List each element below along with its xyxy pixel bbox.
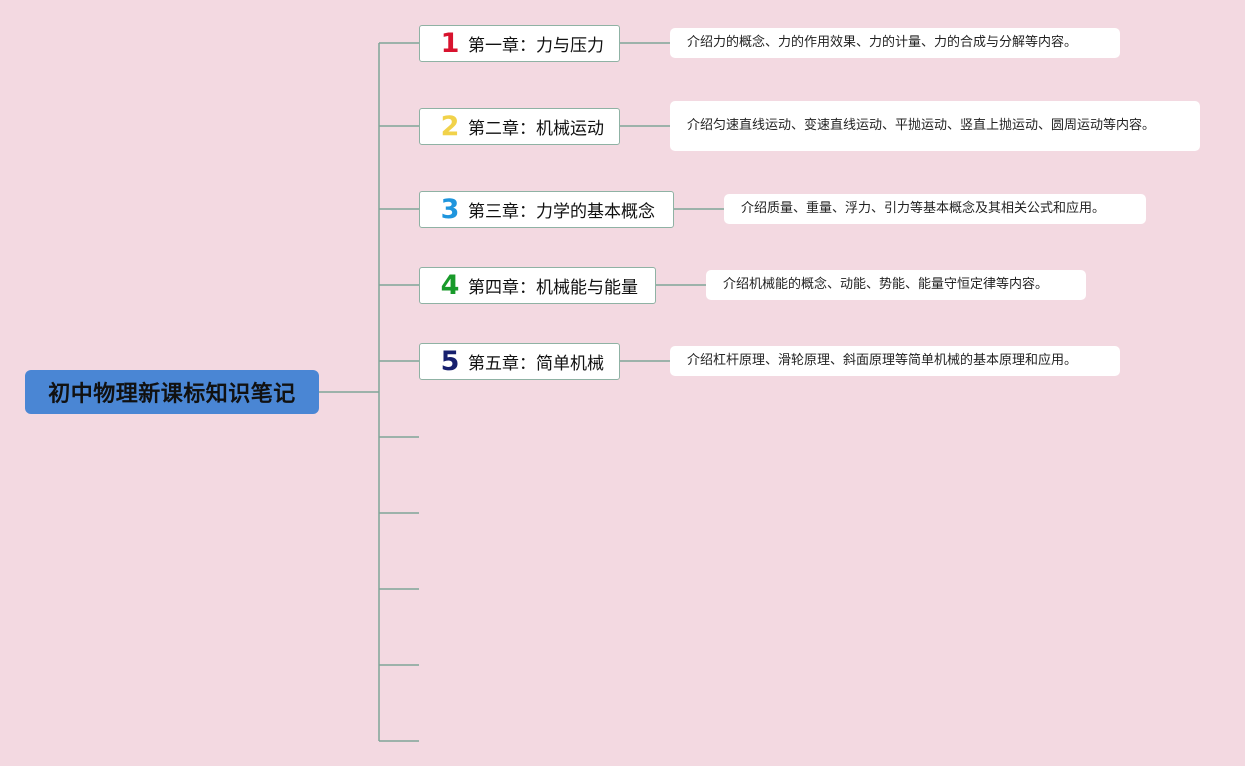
chapter-title-2: 第二章：机械运动 [468, 119, 604, 139]
chapter-node-3[interactable]: 3 第三章：力学的基本概念 [419, 191, 674, 228]
chapter-number-5: 5 [440, 346, 460, 377]
chapter-node-2[interactable]: 2 第二章：机械运动 [419, 108, 620, 145]
root-topic[interactable]: 初中物理新课标知识笔记 [25, 370, 319, 414]
chapter-description-2[interactable]: 介绍匀速直线运动、变速直线运动、平抛运动、竖直上抛运动、圆周运动等内容。 [670, 101, 1200, 151]
chapter-description-5[interactable]: 介绍杠杆原理、滑轮原理、斜面原理等简单机械的基本原理和应用。 [670, 346, 1120, 376]
description-text-5: 介绍杠杆原理、滑轮原理、斜面原理等简单机械的基本原理和应用。 [687, 353, 1078, 368]
chapter-title-4: 第四章：机械能与能量 [468, 278, 638, 298]
description-text-3: 介绍质量、重量、浮力、引力等基本概念及其相关公式和应用。 [741, 201, 1106, 216]
chapter-number-2: 2 [440, 111, 460, 142]
chapter-node-1[interactable]: 1 第一章：力与压力 [419, 25, 620, 62]
description-text-4: 介绍机械能的概念、动能、势能、能量守恒定律等内容。 [723, 277, 1049, 292]
chapter-number-4: 4 [440, 270, 460, 301]
chapter-node-5[interactable]: 5 第五章：简单机械 [419, 343, 620, 380]
chapter-title-1: 第一章：力与压力 [468, 36, 604, 56]
chapter-node-4[interactable]: 4 第四章：机械能与能量 [419, 267, 656, 304]
chapter-description-1[interactable]: 介绍力的概念、力的作用效果、力的计量、力的合成与分解等内容。 [670, 28, 1120, 58]
root-title: 初中物理新课标知识笔记 [48, 382, 296, 407]
chapter-description-4[interactable]: 介绍机械能的概念、动能、势能、能量守恒定律等内容。 [706, 270, 1086, 300]
chapter-description-3[interactable]: 介绍质量、重量、浮力、引力等基本概念及其相关公式和应用。 [724, 194, 1146, 224]
chapter-title-5: 第五章：简单机械 [468, 354, 604, 374]
chapter-number-1: 1 [440, 28, 460, 59]
chapter-title-3: 第三章：力学的基本概念 [468, 202, 655, 222]
chapter-number-3: 3 [440, 194, 460, 225]
description-text-1: 介绍力的概念、力的作用效果、力的计量、力的合成与分解等内容。 [687, 35, 1078, 50]
description-text-2: 介绍匀速直线运动、变速直线运动、平抛运动、竖直上抛运动、圆周运动等内容。 [687, 118, 1156, 133]
